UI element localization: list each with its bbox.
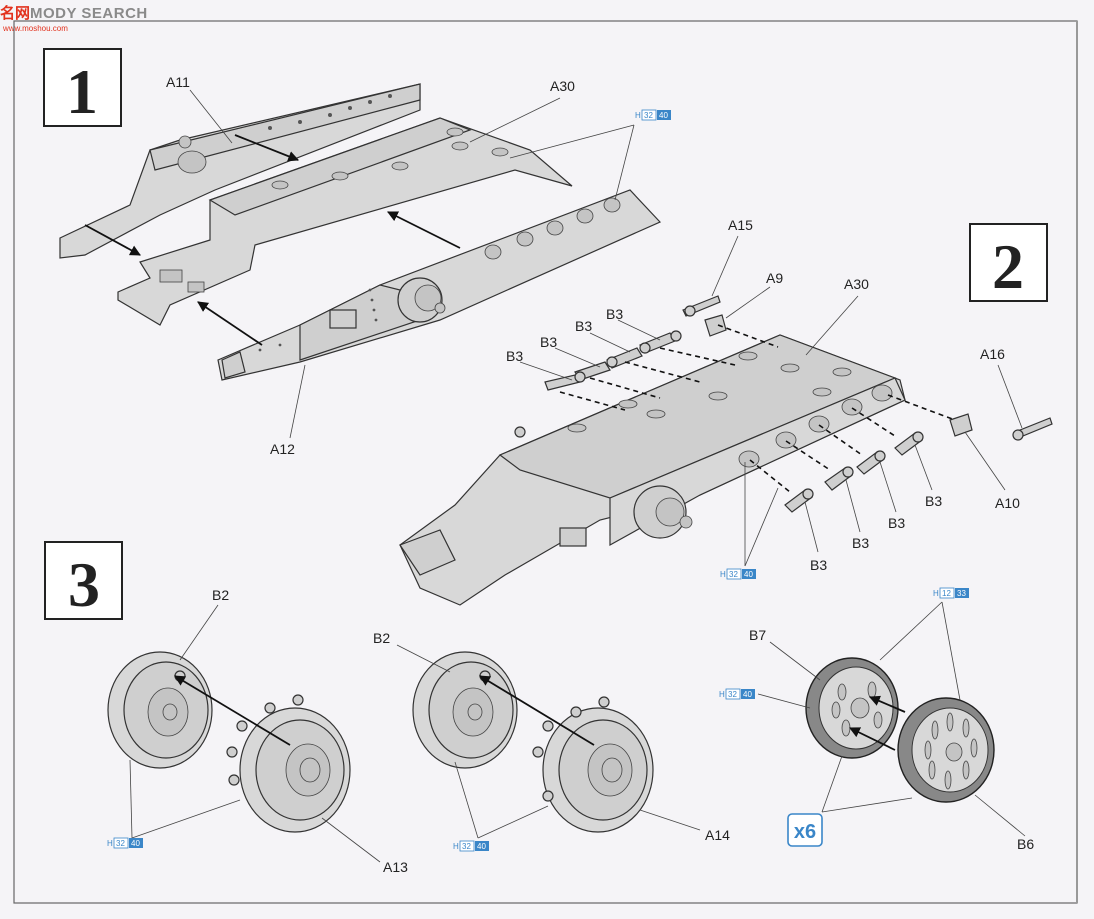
- part-a9: [704, 314, 727, 337]
- watermark-search: MODY SEARCH: [30, 5, 148, 22]
- label-b7: B7: [749, 627, 766, 643]
- s3-mid-arrow: [479, 675, 595, 746]
- label-b3-3: B3: [540, 334, 557, 350]
- paint-code-s3-b7-prefix: H: [719, 690, 725, 699]
- label-b3-7: B3: [852, 535, 869, 551]
- step-2: 2: [399, 217, 1053, 606]
- s3-left-arrow: [174, 675, 291, 746]
- paint-code-s2-c1: 32: [729, 570, 738, 579]
- label-a11: A11: [166, 74, 190, 90]
- label-b2-mid: B2: [373, 630, 390, 646]
- label-b3-6: B3: [888, 515, 905, 531]
- paint-code-s2: H 32 40: [720, 462, 779, 580]
- paint-code-s3-b7-c1: 32: [728, 690, 737, 699]
- s2-b3-bottom-row: [784, 431, 924, 513]
- s3-right-arrow-2: [849, 727, 896, 751]
- step-1: 1: [43, 48, 671, 457]
- s3-b6-wheel: [897, 697, 995, 803]
- watermark-logo: 名网MODY SEARCH: [0, 2, 148, 23]
- step-1-number: 1: [66, 56, 98, 127]
- label-a16: A16: [980, 346, 1005, 362]
- paint-code-s3-mid-c1: 32: [462, 842, 471, 851]
- quantity-x6-text: x6: [794, 821, 816, 843]
- s3-mid-b2-disc: [412, 651, 518, 769]
- s3-left-a13-sprocket: [226, 694, 351, 833]
- s1-sprocket-hub: [397, 277, 446, 323]
- paint-code-s1-c2: 40: [659, 111, 668, 120]
- paint-code-s3-tire-c2: 33: [957, 589, 966, 598]
- label-a12: A12: [270, 441, 295, 457]
- paint-code-s2-c2: 40: [744, 570, 753, 579]
- part-a11: [59, 83, 421, 259]
- watermark-brand: 名网: [0, 5, 31, 22]
- s1-arrow-2: [84, 224, 141, 256]
- paint-code-s3-left-c2: 40: [131, 839, 140, 848]
- s3-left-b2-disc: [107, 651, 213, 769]
- label-a15: A15: [728, 217, 753, 233]
- label-a9: A9: [766, 270, 783, 286]
- label-a30-step1: A30: [550, 78, 575, 94]
- step-3: 3 B2 A13 H 32 40: [44, 541, 1034, 875]
- step-2-box: [969, 223, 1048, 302]
- s2-hull: [399, 334, 906, 606]
- paint-code-s3-left: H 32 40: [107, 759, 241, 849]
- quantity-x6: x6: [787, 755, 913, 847]
- label-b3-4: B3: [506, 348, 523, 364]
- label-a10: A10: [995, 495, 1020, 511]
- label-a13: A13: [383, 859, 408, 875]
- step-2-number: 2: [992, 231, 1024, 302]
- s3-mid-a14-sprocket: [532, 696, 654, 833]
- s3-right-arrow-1: [869, 695, 906, 713]
- label-a14: A14: [705, 827, 730, 843]
- paint-code-s3-mid: H 32 40: [453, 761, 549, 852]
- part-a12: [217, 189, 662, 381]
- paint-code-s1-c1: 32: [644, 111, 653, 120]
- paint-code-s3-tire-prefix: H: [933, 589, 939, 598]
- label-b3-8: B3: [810, 557, 827, 573]
- paint-code-s2-prefix: H: [720, 570, 726, 579]
- s1-arrow-4: [197, 301, 263, 346]
- step-1-box: [43, 48, 122, 127]
- s3-b7-wheel: [805, 657, 899, 759]
- part-a30-step1: [117, 117, 573, 326]
- label-b2-left: B2: [212, 587, 229, 603]
- paint-code-s3-mid-c2: 40: [477, 842, 486, 851]
- s1-arrow-1: [234, 134, 300, 162]
- label-b6: B6: [1017, 836, 1034, 852]
- label-b3-5: B3: [925, 493, 942, 509]
- paint-code-s3-tire: H 12 33: [879, 587, 969, 701]
- s2-guides: [559, 324, 956, 493]
- label-a30-step2: A30: [844, 276, 869, 292]
- watermark-url: www.moshou.com: [3, 24, 68, 33]
- paint-code-s1: H 32 40: [509, 109, 671, 201]
- s1-arrow-3: [387, 211, 461, 249]
- paint-code-s3-mid-prefix: H: [453, 842, 459, 851]
- step-3-box: [44, 541, 123, 620]
- label-b3-1: B3: [606, 306, 623, 322]
- paint-code-s3-b7: H 32 40: [719, 688, 811, 709]
- paint-code-s3-left-prefix: H: [107, 839, 113, 848]
- part-a10: [949, 413, 973, 437]
- s2-sprocket-hub: [633, 485, 693, 539]
- step-3-number: 3: [68, 549, 100, 620]
- paint-code-s3-b7-c2: 40: [743, 690, 752, 699]
- paint-code-s3-left-c1: 32: [116, 839, 125, 848]
- paint-code-s3-tire-c1: 12: [942, 589, 951, 598]
- label-b3-2: B3: [575, 318, 592, 334]
- s2-b3-top-row: [544, 330, 682, 391]
- paint-code-s1-prefix: H: [635, 111, 641, 120]
